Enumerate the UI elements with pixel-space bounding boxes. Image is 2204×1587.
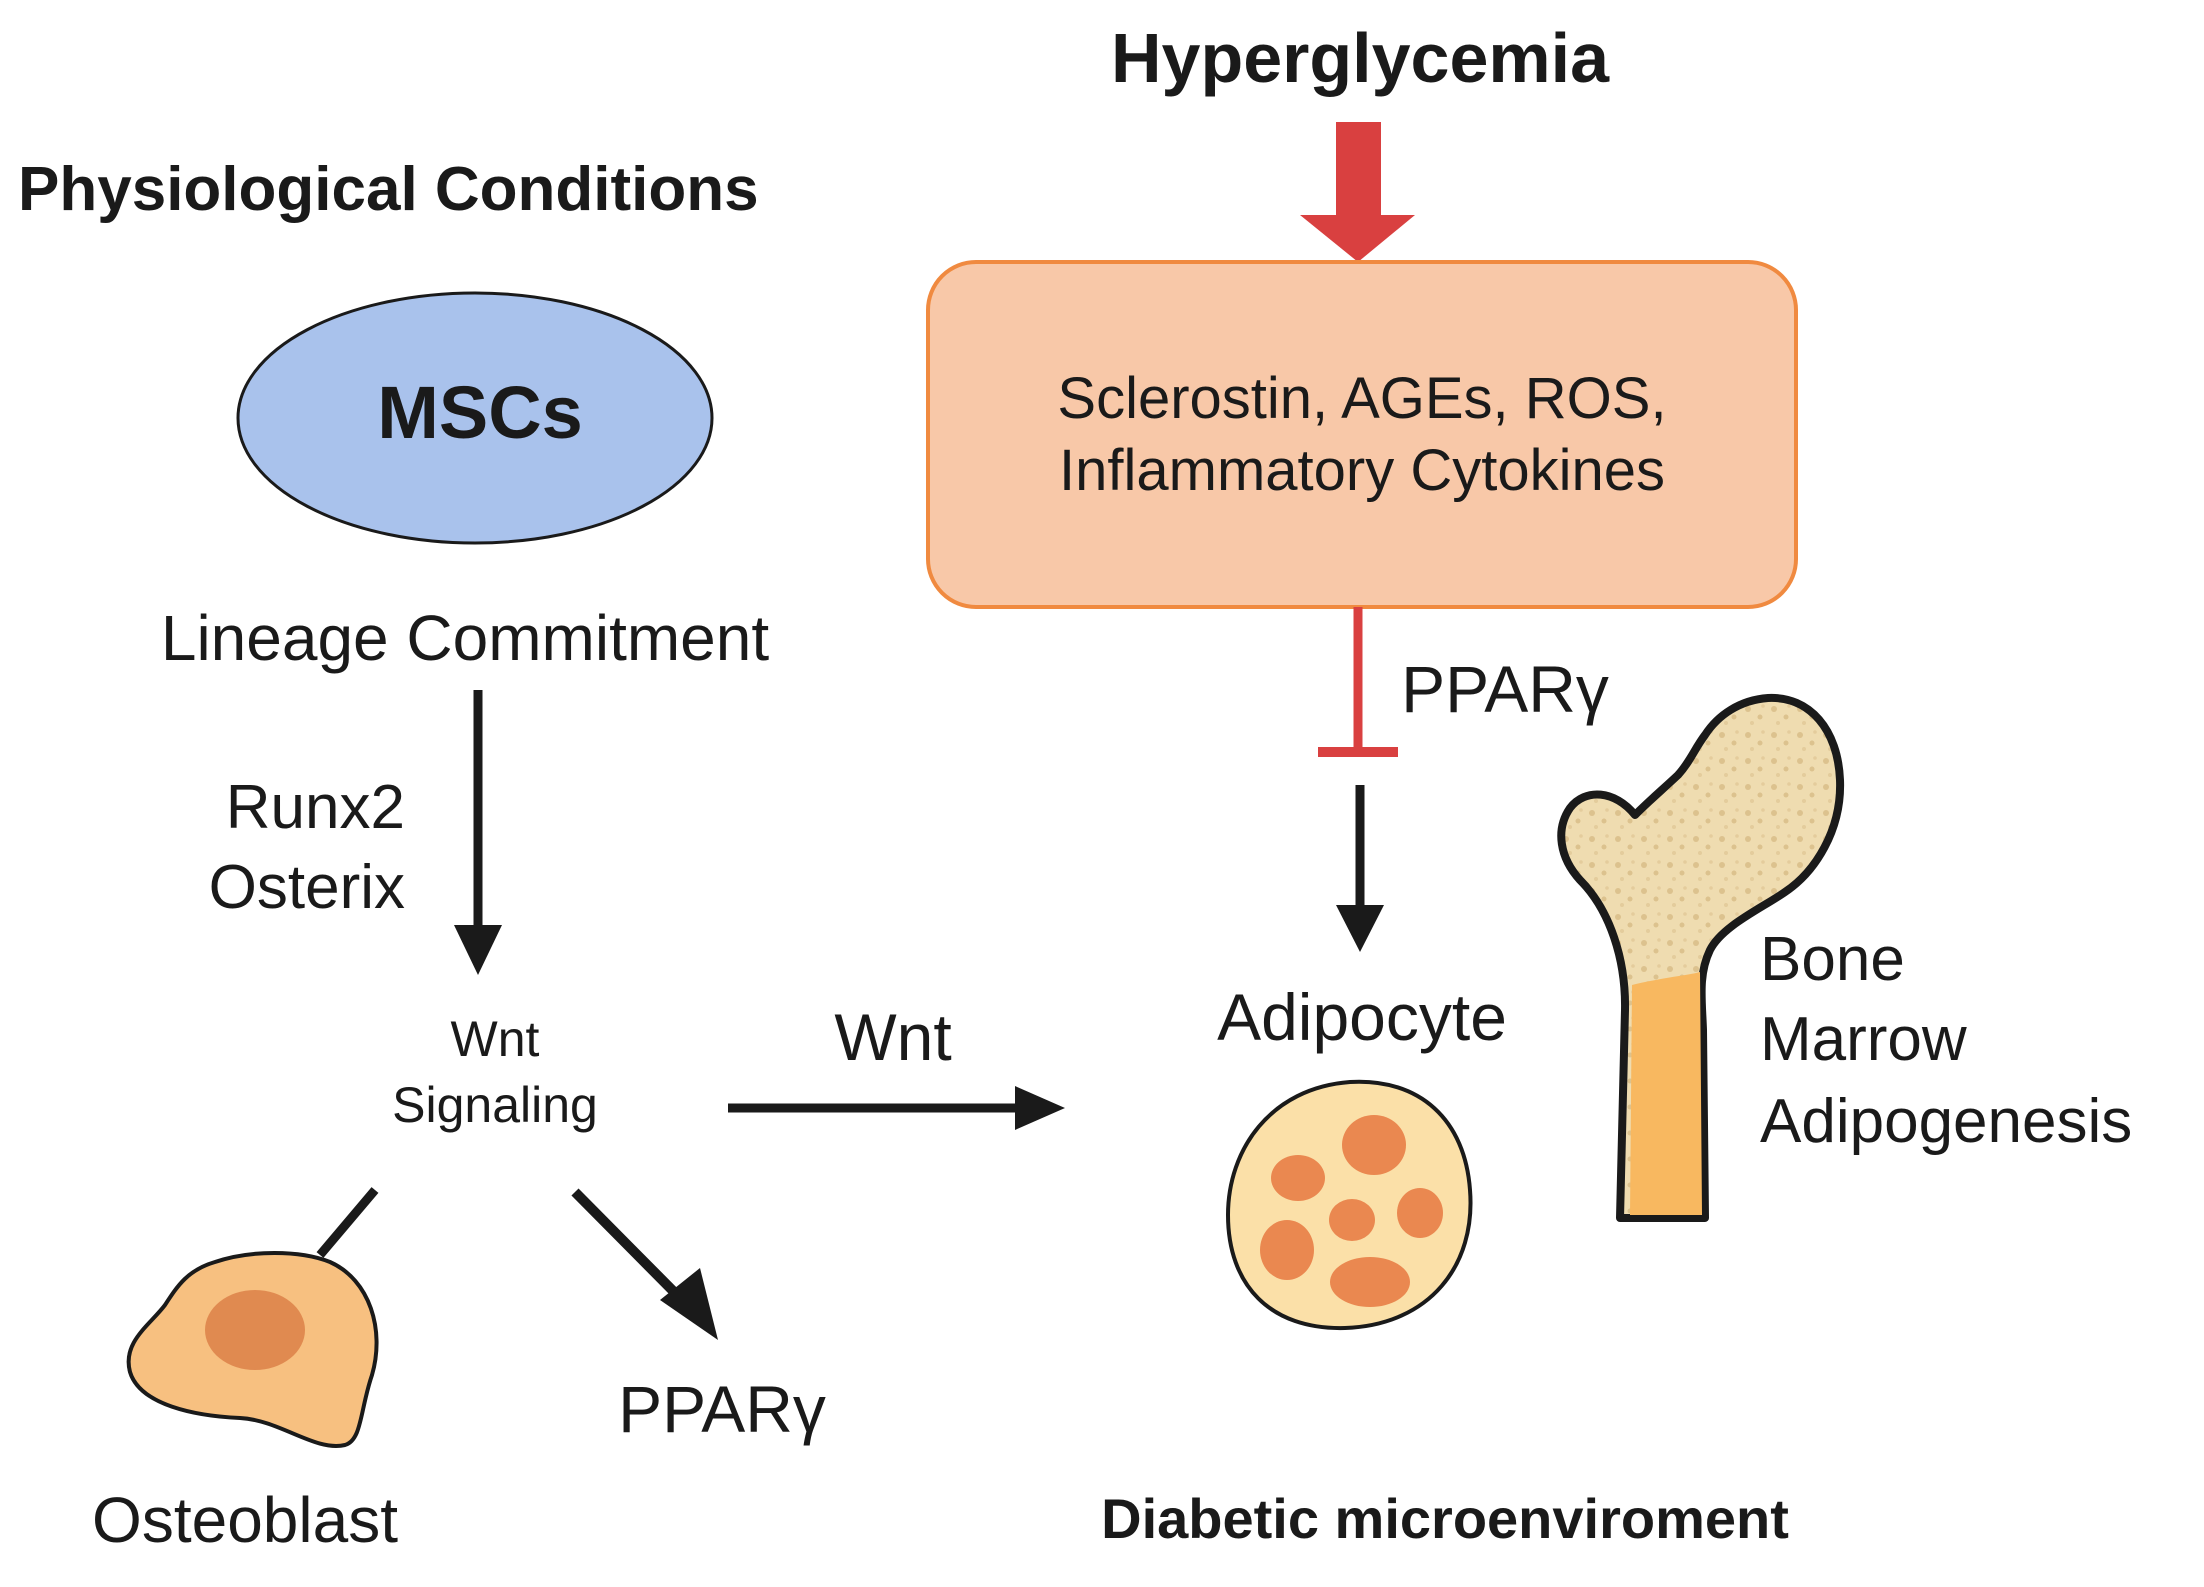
wnt-to-pparg-arrow — [571, 1188, 689, 1307]
lineage-commitment-label: Lineage Commitment — [161, 602, 770, 674]
pparg-to-adipocyte-arrowhead — [1336, 905, 1384, 952]
fat-droplet-icon — [1330, 1257, 1410, 1307]
bone-label-line3: Adipogenesis — [1760, 1087, 2132, 1156]
fat-droplet-icon — [1271, 1155, 1325, 1201]
lineage-to-wnt-arrowhead — [454, 925, 502, 975]
wnt-arrow-label: Wnt — [834, 1000, 951, 1074]
wnt-to-osteoblast-line — [316, 1187, 379, 1258]
runx2-label: Runx2 — [226, 773, 405, 842]
heading-physiological-conditions: Physiological Conditions — [18, 155, 759, 224]
osteoblast-nucleus-icon — [205, 1290, 305, 1370]
fat-droplet-icon — [1397, 1188, 1443, 1238]
msc-ellipse-icon — [236, 291, 714, 545]
adipocyte-label: Adipocyte — [1217, 980, 1507, 1054]
diabetic-factors-box — [926, 260, 1798, 609]
osterix-label: Osterix — [209, 853, 405, 922]
factors-line1: Sclerostin, AGEs, ROS, — [1057, 366, 1666, 431]
wnt-signaling-label-line1: Wnt — [451, 1011, 540, 1067]
wnt-to-pparg-arrowhead — [660, 1268, 718, 1340]
wnt-signaling-label-line2: Signaling — [392, 1077, 598, 1133]
msc-label: MSCs — [377, 371, 583, 454]
heading-diabetic-microenvironment: Diabetic microenviroment — [1101, 1487, 1789, 1550]
fat-droplet-icon — [1260, 1220, 1314, 1280]
pparg-left-label: PPARγ — [618, 1372, 826, 1446]
wnt-arrowhead — [1015, 1086, 1065, 1130]
factors-line2: Inflammatory Cytokines — [1059, 438, 1665, 503]
hyperglycemia-arrow-shaft — [1336, 122, 1381, 220]
pparg-inhibit-label: PPARγ — [1401, 652, 1609, 726]
hyperglycemia-arrowhead — [1300, 215, 1415, 262]
osteoblast-label: Osteoblast — [92, 1484, 398, 1556]
heading-hyperglycemia: Hyperglycemia — [1111, 19, 1610, 97]
bone-label-line2: Marrow — [1760, 1005, 1967, 1074]
bone-label-line1: Bone — [1760, 925, 1905, 994]
femur-bone-icon — [1557, 693, 1845, 1222]
fat-droplet-icon — [1342, 1115, 1406, 1175]
fat-droplet-icon — [1329, 1199, 1375, 1241]
